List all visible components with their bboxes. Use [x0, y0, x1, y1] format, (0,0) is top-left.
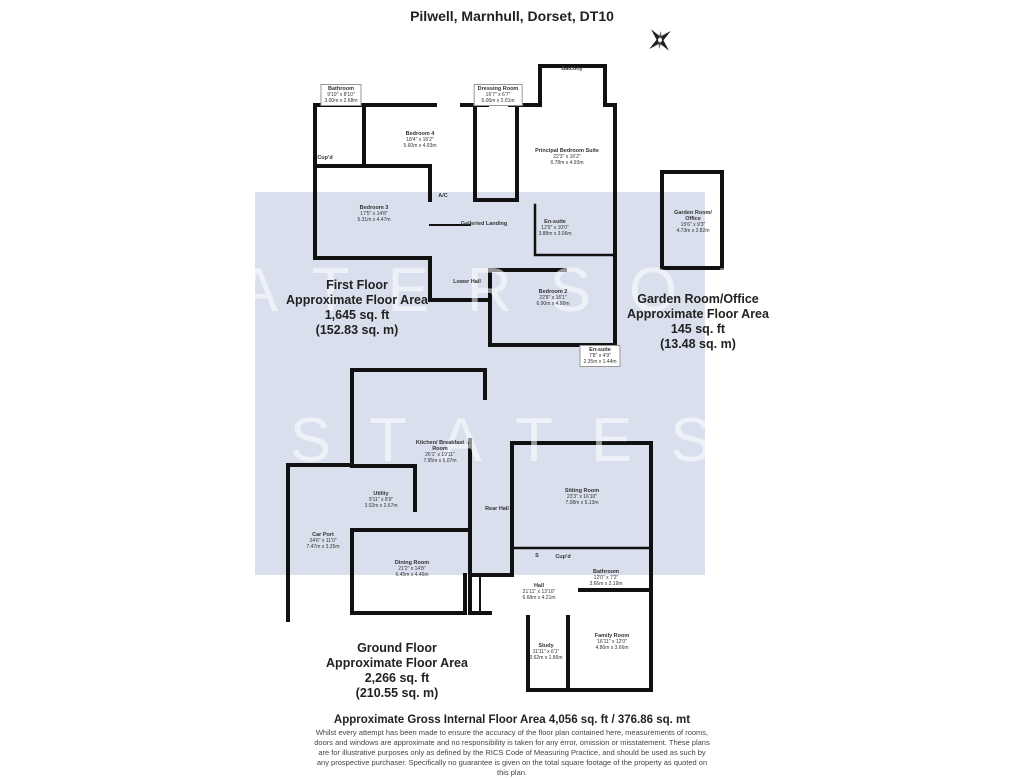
gross-floor-area: Approximate Gross Internal Floor Area 4,… — [333, 714, 691, 726]
watermark-estates: ESTATES — [210, 406, 750, 475]
room-label-cupd-first: Cup'd — [317, 155, 333, 161]
compass-rose-icon — [649, 29, 671, 51]
room-label-lower-hall: Lower Hall — [453, 279, 481, 285]
room-label-balcony: Balcony — [561, 66, 583, 72]
first-floor-walls — [313, 64, 617, 357]
room-label-cupd-ground: Cup'd — [555, 554, 571, 560]
room-label-ac: A/C — [438, 193, 448, 199]
ground-floor-walls — [286, 368, 653, 692]
disclaimer: Whilst every attempt has been made to en… — [314, 728, 710, 777]
room-label-galleried-landing: Galleried Landing — [460, 221, 508, 227]
garden-room-walls — [660, 170, 724, 270]
watermark-overlay — [255, 192, 705, 575]
property-title: Pilwell, Marnhull, Dorset, DT10 — [410, 8, 614, 24]
room-label-s: S — [535, 553, 539, 559]
room-label-rear-hall: Rear Hall — [485, 506, 509, 512]
watermark-paterson: PATERSON — [162, 256, 798, 325]
